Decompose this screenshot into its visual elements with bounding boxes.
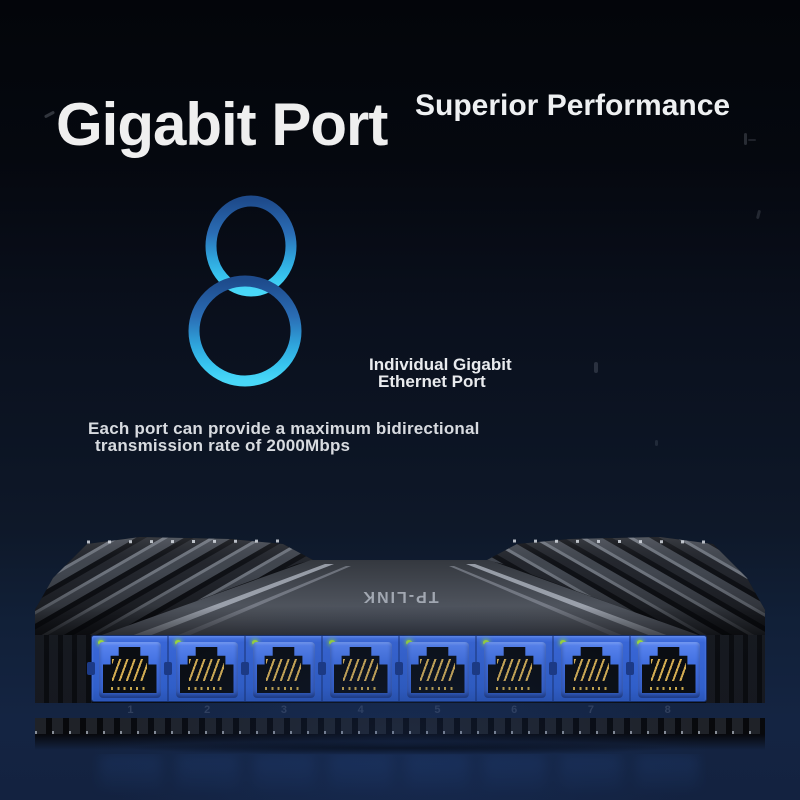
port-pin-contacts (650, 687, 687, 691)
product-shadow (20, 738, 780, 758)
caption-line-2: Ethernet Port (378, 372, 486, 391)
description-line-2: transmission rate of 2000Mbps (95, 436, 351, 455)
bottom-notch-strip (35, 718, 765, 734)
page-subtitle: Superior Performance (415, 89, 731, 122)
port-opening (641, 647, 696, 693)
port-pin-contacts (188, 687, 225, 691)
port-bezel (483, 642, 546, 698)
port-bezel (329, 642, 392, 698)
port-opening (256, 647, 311, 693)
page-title: Gigabit Port (56, 91, 388, 158)
port-number-label: 4 (357, 704, 364, 716)
port-pin-contacts (111, 687, 148, 691)
port-number-label: 5 (434, 704, 441, 716)
port-bezel (175, 642, 238, 698)
ethernet-port (87, 636, 169, 701)
port-pin-contacts (573, 687, 610, 691)
port-reflection-block (482, 756, 546, 796)
network-switch-product: TP-LINK 1 2 3 4 5 6 7 8 (35, 528, 765, 750)
brand-logo: TP-LINK (361, 588, 438, 605)
port-pins (574, 658, 609, 682)
port-opening (487, 647, 542, 693)
port-number-label: 7 (587, 704, 594, 716)
port-number-label: 6 (511, 704, 518, 716)
front-right-ribs (706, 635, 765, 703)
port-reflection-block (636, 756, 699, 796)
port-reflection-block (559, 756, 623, 796)
port-opening (564, 647, 619, 693)
port-pins (189, 658, 224, 682)
ethernet-port (626, 636, 706, 701)
ethernet-port (549, 636, 631, 701)
ethernet-port (472, 636, 554, 701)
port-pins (497, 658, 532, 682)
port-bezel (406, 642, 469, 698)
port-bezel (560, 642, 623, 698)
port-pins (420, 658, 455, 682)
port-number-row: 1 2 3 4 5 6 7 8 (92, 704, 706, 718)
port-pins (266, 658, 301, 682)
background-speck (748, 139, 756, 141)
port-opening (179, 647, 234, 693)
port-reflection-block (329, 756, 392, 796)
switch-top-heatsink: TP-LINK (35, 537, 765, 636)
ethernet-port (241, 636, 323, 701)
number-caption: Individual Gigabit Ethernet Port (369, 356, 512, 390)
port-reflection-block (175, 756, 239, 796)
port-panel (87, 636, 706, 701)
port-number-label: 1 (127, 704, 134, 716)
feature-description: Each port can provide a maximum bidirect… (88, 420, 480, 454)
port-number-label: 2 (204, 704, 211, 716)
port-reflection-block (99, 756, 162, 796)
port-bezel (252, 642, 315, 698)
background-speck (594, 362, 598, 373)
ethernet-port (318, 636, 400, 701)
port-pins (112, 658, 147, 682)
port-opening (102, 647, 157, 693)
caption-line-1: Individual Gigabit (369, 355, 512, 374)
port-opening (410, 647, 465, 693)
port-pins (343, 658, 378, 682)
port-number-label: 8 (664, 704, 671, 716)
port-reflection (92, 754, 706, 798)
port-pin-contacts (265, 687, 302, 691)
background-speck (755, 209, 762, 220)
port-number-label: 3 (280, 704, 287, 716)
big-number-graphic (188, 195, 302, 387)
front-left-ribs (35, 635, 92, 703)
ethernet-port (164, 636, 246, 701)
description-line-1: Each port can provide a maximum bidirect… (88, 419, 480, 438)
background-speck (744, 133, 747, 145)
port-bezel (98, 642, 161, 698)
port-pins (651, 658, 686, 682)
background-speck (655, 440, 658, 446)
ethernet-port (395, 636, 477, 701)
background-speck (43, 110, 56, 119)
port-reflection-block (406, 756, 469, 796)
port-pin-contacts (496, 687, 533, 691)
switch-front-face (35, 635, 765, 703)
port-reflection-block (252, 756, 316, 796)
port-pin-contacts (419, 687, 456, 691)
port-bezel (637, 642, 700, 698)
port-opening (333, 647, 388, 693)
port-pin-contacts (342, 687, 379, 691)
